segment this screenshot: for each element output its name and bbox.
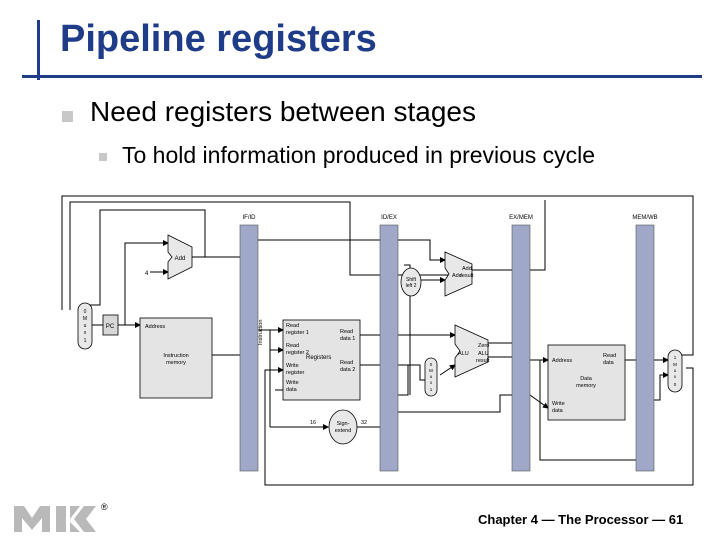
svg-text:Sign-: Sign-: [337, 421, 350, 427]
svg-text:Address: Address: [145, 324, 165, 330]
program-counter: PC: [102, 314, 119, 336]
svg-text:Read: Read: [340, 329, 353, 335]
alu: Zero ALU ALU result: [454, 324, 490, 378]
mem-wb-label: MEM/WB: [632, 215, 657, 221]
sign-extend: Sign- extend 16 32: [310, 409, 367, 445]
register-file: Read register 1 Read register 2 Register…: [282, 319, 361, 401]
pipeline-registers: IF/ID ID/EX EX/MEM MEM/WB: [239, 215, 658, 472]
svg-text:register: register: [286, 370, 305, 376]
pc-adder: Add 4: [145, 234, 193, 280]
if-id-label: IF/ID: [243, 215, 257, 221]
svg-text:ALU: ALU: [458, 351, 469, 357]
svg-text:0: 0: [674, 382, 677, 387]
svg-text:left 2: left 2: [406, 283, 417, 289]
svg-text:result: result: [460, 273, 474, 279]
svg-text:Read: Read: [340, 360, 353, 366]
svg-text:Add: Add: [452, 273, 462, 279]
instruction-wire-label: Instruction: [258, 320, 264, 345]
bullet-text: Need registers between stages: [90, 96, 476, 127]
ex-mem-register: [511, 224, 531, 472]
alu-source-mux: 0 M u x 1: [424, 357, 438, 397]
svg-text:x: x: [84, 330, 87, 336]
constant-four: 4: [145, 271, 149, 277]
id-ex-register: [379, 224, 399, 472]
svg-text:Shift: Shift: [406, 277, 417, 283]
svg-text:register 1: register 1: [286, 330, 309, 336]
svg-text:Instruction: Instruction: [163, 353, 188, 359]
registered-mark: ®: [101, 502, 108, 512]
svg-text:data: data: [552, 408, 564, 414]
svg-text:Registers: Registers: [306, 355, 331, 361]
svg-text:0: 0: [430, 362, 433, 367]
sub-bullet-marker: [99, 153, 107, 161]
svg-text:Write: Write: [286, 380, 299, 386]
svg-text:M: M: [83, 316, 87, 322]
if-id-register: [239, 224, 259, 472]
svg-text:Read: Read: [286, 323, 299, 329]
svg-text:PC: PC: [106, 324, 115, 330]
svg-text:data: data: [603, 360, 615, 366]
width-sixteen: 16: [310, 420, 316, 426]
svg-text:0: 0: [84, 309, 87, 315]
write-back-mux: 1 M u x 0: [667, 349, 683, 393]
svg-text:Write: Write: [552, 401, 565, 407]
id-ex-label: ID/EX: [381, 215, 397, 221]
svg-text:x: x: [674, 374, 677, 379]
svg-text:result: result: [476, 358, 490, 364]
publisher-logo: ®: [14, 502, 108, 532]
svg-text:extend: extend: [335, 428, 352, 434]
branch-adder: Add Add result: [444, 251, 474, 297]
ex-mem-label: EX/MEM: [509, 215, 533, 221]
svg-text:Zero: Zero: [478, 343, 489, 349]
svg-text:u: u: [430, 374, 433, 379]
pc-mux: 0 M u x 1: [77, 302, 93, 350]
svg-text:Data: Data: [580, 376, 593, 382]
svg-text:data: data: [286, 387, 298, 393]
svg-text:Address: Address: [552, 358, 572, 364]
svg-text:Read: Read: [603, 353, 616, 359]
svg-text:Add: Add: [462, 266, 472, 272]
svg-text:1: 1: [84, 338, 87, 344]
svg-text:Add: Add: [175, 256, 186, 262]
sub-bullet-text: To hold information produced in previous…: [122, 142, 596, 168]
width-thirty-two: 32: [361, 420, 367, 426]
bullet-marker: [62, 111, 73, 122]
slide-footer: Chapter 4 — The Processor — 61: [478, 512, 684, 527]
svg-text:M: M: [673, 362, 677, 367]
svg-text:data 2: data 2: [340, 367, 355, 373]
title-accent-vertical: [37, 20, 40, 80]
svg-text:memory: memory: [166, 360, 186, 366]
svg-text:data 1: data 1: [340, 336, 355, 342]
svg-text:1: 1: [430, 387, 433, 392]
data-memory: Address Read data Data memory Write data: [547, 344, 626, 421]
page-title: Pipeline registers: [60, 18, 377, 60]
svg-text:Read: Read: [286, 343, 299, 349]
svg-text:register 2: register 2: [286, 350, 309, 356]
shift-left-two: Shift left 2: [400, 267, 422, 297]
instruction-memory: Address Instruction memory: [139, 317, 213, 399]
svg-text:M: M: [429, 368, 433, 373]
svg-text:x: x: [430, 380, 433, 385]
svg-text:Write: Write: [286, 363, 299, 369]
svg-text:u: u: [674, 368, 677, 373]
mem-wb-register: [635, 224, 655, 472]
svg-text:1: 1: [674, 355, 677, 360]
svg-text:ALU: ALU: [478, 351, 489, 357]
svg-text:u: u: [84, 323, 87, 329]
title-underline: [22, 75, 702, 78]
svg-text:memory: memory: [576, 383, 596, 389]
